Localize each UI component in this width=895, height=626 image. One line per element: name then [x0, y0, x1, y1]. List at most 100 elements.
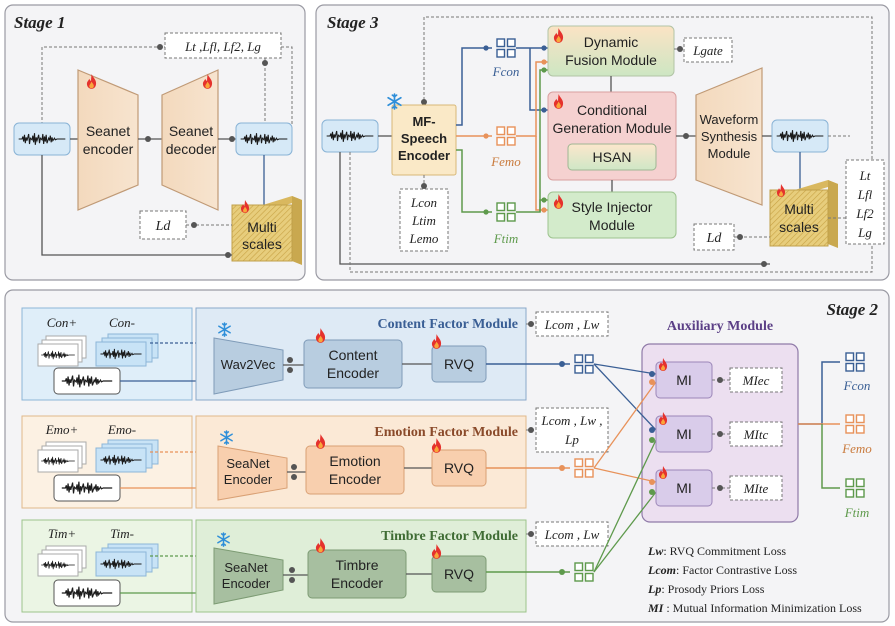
svg-text:Lfl: Lfl	[857, 187, 873, 202]
stage3-right-loss-box	[845, 159, 885, 245]
svg-text:Emotion: Emotion	[329, 453, 380, 469]
svg-text:RVQ: RVQ	[444, 356, 474, 372]
svg-text:scales: scales	[779, 219, 819, 235]
stage1-decoder-label2: decoder	[166, 141, 217, 157]
emotion-row: Emo+ Emo- Emotion Factor Module	[21, 407, 609, 509]
svg-text:Content: Content	[328, 347, 377, 363]
femo-output-label: Femo	[841, 441, 872, 456]
lgate-loss-box	[683, 37, 733, 63]
svg-text:Lcom , Lw: Lcom , Lw	[544, 527, 600, 542]
con-pos-stack	[37, 335, 87, 367]
tim-neg-label: Tim-	[110, 526, 134, 541]
svg-text:Module: Module	[589, 217, 635, 233]
emo-pos-label: Emo+	[45, 422, 79, 437]
svg-text:Conditional: Conditional	[577, 102, 647, 118]
svg-text:MI: MI	[676, 426, 692, 442]
svg-text:Generation Module: Generation Module	[552, 120, 671, 136]
timbre-loss-box	[535, 521, 609, 547]
emo-neg-stack	[95, 439, 159, 473]
stage2-title: Stage 2	[827, 300, 879, 319]
emotion-seanet-extractor	[217, 445, 288, 501]
stage1-decoder-label: Seanet	[169, 123, 213, 139]
timbre-module-title: Timbre Factor Module	[381, 529, 518, 544]
stage3-multiscales: Multi scales	[769, 180, 838, 248]
mi-tc-loss	[729, 421, 783, 447]
svg-text:Ltim: Ltim	[411, 213, 436, 228]
stage3-femo-label: Femo	[490, 154, 521, 169]
timbre-seanet-extractor	[213, 547, 284, 605]
svg-text:Waveform: Waveform	[700, 112, 759, 127]
svg-text:Wav2Vec: Wav2Vec	[221, 357, 276, 372]
svg-text:Lcom , Lw ,: Lcom , Lw ,	[540, 413, 602, 428]
stage1-decoder	[161, 69, 219, 211]
svg-text:Multi: Multi	[784, 201, 814, 217]
svg-text:Timbre: Timbre	[335, 557, 378, 573]
timbre-row: Tim+ Tim- Timbre Factor Module	[21, 519, 609, 613]
ftim-output-label: Ftim	[844, 505, 870, 520]
stage1-loss-top: Lt ,Lfl, Lf2, Lg	[184, 39, 261, 54]
svg-text:scales: scales	[242, 236, 282, 252]
stage1-loss-box	[164, 32, 282, 59]
svg-text:SeaNet: SeaNet	[224, 560, 268, 575]
svg-text:Encoder: Encoder	[329, 471, 381, 487]
stage3-panel: Stage 3 MF- Speech Encoder Lcon Ltim Lem…	[315, 4, 890, 281]
stage3-encoder-loss-box	[399, 188, 449, 252]
tim-pos-stack	[37, 545, 87, 577]
tim-pos-label: Tim+	[48, 526, 76, 541]
stage3-ld-box	[693, 223, 735, 251]
stage3-fcon-label: Fcon	[492, 64, 520, 79]
stage2-outputs: Fcon Femo Ftim	[798, 352, 872, 520]
svg-text:Encoder: Encoder	[331, 575, 383, 591]
auxiliary-title: Auxiliary Module	[667, 319, 773, 334]
svg-text:RVQ: RVQ	[444, 460, 474, 476]
svg-text:MIec: MIec	[742, 373, 770, 388]
con-neg-stack	[95, 333, 159, 367]
content-row: Con+ Con- Content Factor Module	[21, 307, 609, 401]
svg-text:Lcon: Lcon	[410, 195, 437, 210]
mi-ec-loss	[729, 367, 783, 393]
stage1-title: Stage 1	[14, 13, 65, 32]
svg-text:Module: Module	[708, 146, 751, 161]
svg-text:Lf2: Lf2	[855, 206, 874, 221]
legend-item: Lp: Prosody Priors Loss	[647, 582, 765, 596]
svg-text:Lcom , Lw: Lcom , Lw	[544, 317, 600, 332]
legend-item: Lcom: Factor Contrastive Loss	[647, 563, 797, 577]
waveform-synthesis-module	[695, 67, 763, 206]
stage3-ftim-label: Ftim	[493, 231, 519, 246]
svg-text:MI: MI	[676, 372, 692, 388]
emotion-loss-box	[535, 407, 609, 453]
auxiliary-module: Auxiliary Module MI MI MI	[593, 319, 799, 573]
stage1-encoder-label: Seanet	[86, 123, 130, 139]
stage1-encoder	[77, 69, 139, 211]
svg-text:Lemo: Lemo	[409, 231, 439, 246]
svg-text:Synthesis: Synthesis	[701, 129, 758, 144]
svg-text:RVQ: RVQ	[444, 566, 474, 582]
svg-text:MF-: MF-	[412, 114, 435, 129]
stage1-panel: Stage 1 Lt ,Lfl, Lf2, Lg Seanet encoder …	[4, 4, 306, 281]
svg-text:Lp: Lp	[564, 432, 579, 447]
svg-text:MItc: MItc	[743, 427, 769, 442]
con-neg-label: Con-	[109, 315, 135, 330]
svg-text:Encoder: Encoder	[224, 472, 273, 487]
svg-text:Multi: Multi	[247, 219, 277, 235]
legend-item: MI : Mutual Information Minimization Los…	[647, 601, 862, 615]
con-pos-label: Con+	[47, 315, 77, 330]
mi-te-loss	[729, 475, 783, 501]
emotion-module-title: Emotion Factor Module	[374, 425, 518, 440]
timbre-rvq	[431, 555, 487, 593]
svg-text:Speech: Speech	[401, 131, 447, 146]
wav2vec-extractor	[213, 337, 284, 395]
stage1-multiscales: Multi scales	[231, 196, 302, 265]
stage1-ld-box	[139, 210, 187, 240]
svg-text:Style Injector: Style Injector	[572, 199, 653, 215]
stage2-panel: Stage 2 Con+ Con-	[4, 289, 890, 623]
fcon-output-label: Fcon	[843, 378, 871, 393]
svg-text:Encoder: Encoder	[327, 365, 379, 381]
tim-neg-stack	[95, 543, 159, 577]
emo-neg-label: Emo-	[107, 422, 136, 437]
stage1-ld-label: Ld	[155, 219, 172, 234]
content-loss-box	[535, 311, 609, 337]
svg-text:Fusion Module: Fusion Module	[565, 52, 657, 68]
hsan-block	[567, 143, 657, 171]
